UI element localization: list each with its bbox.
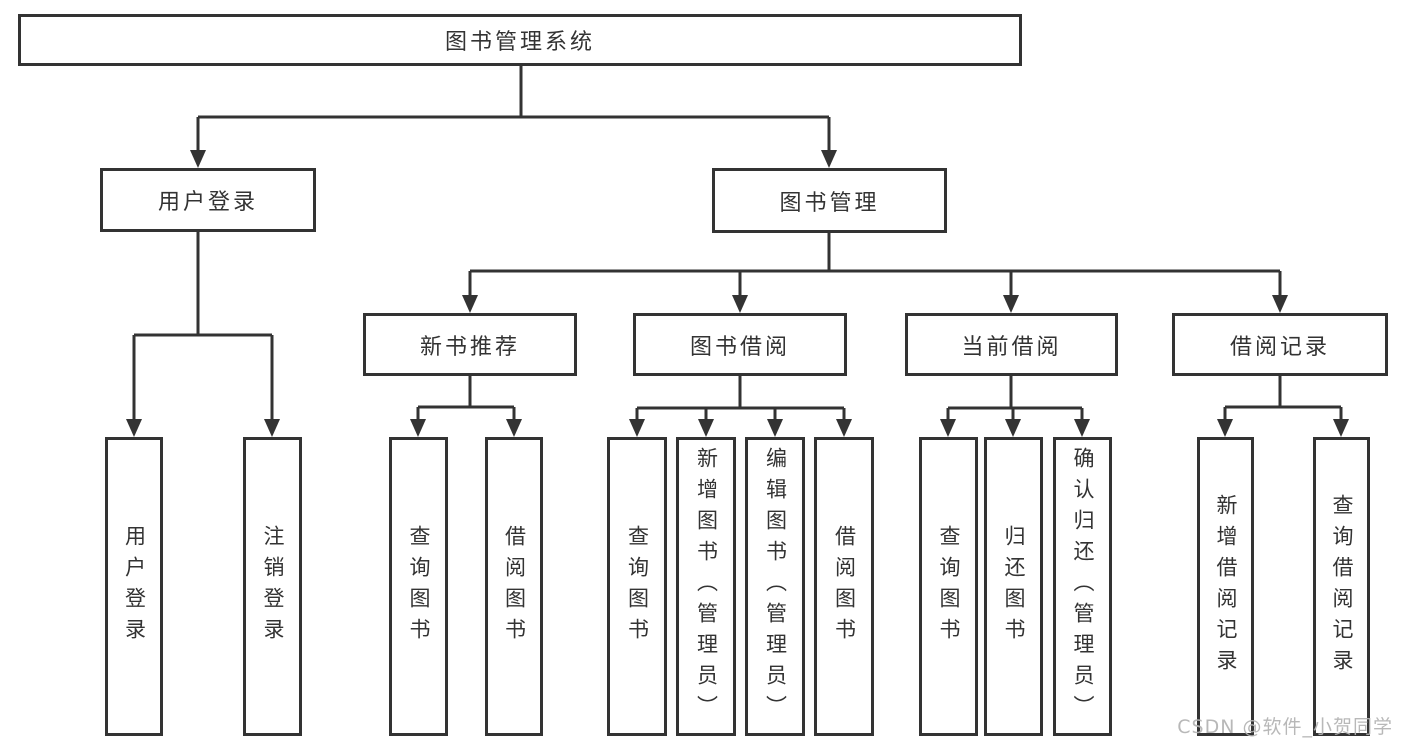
leaf-user-login: 用户登录 [105,437,163,736]
node-user-login: 用户登录 [100,168,316,232]
csdn-watermark: CSDN @软件_小贺同学 [1177,716,1393,738]
leaf-user-login-label: 用户登录 [122,524,147,649]
leaf-current-return-books: 归还图书 [984,437,1043,736]
leaf-recommend-query-books-label: 查询图书 [407,524,431,649]
leaf-records-add-record: 新增借阅记录 [1197,437,1254,736]
leaf-borrow-query-books: 查询图书 [607,437,667,736]
node-new-book-recommend-label: 新书推荐 [419,334,520,360]
leaf-current-confirm-return: 确认归还（管理员） [1053,437,1112,736]
node-user-login-label: 用户登录 [157,190,258,215]
connector-paths [132,66,1343,420]
leaf-recommend-borrow-books: 借阅图书 [485,437,543,736]
leaf-borrow-borrow-books-label: 借阅图书 [832,524,857,649]
leaf-current-query-books-label: 查询图书 [937,524,961,649]
leaf-recommend-borrow-books-label: 借阅图书 [502,524,527,649]
leaf-borrow-add-books: 新增图书（管理员） [676,437,736,736]
leaf-current-confirm-return-label: 确认归还（管理员） [1071,447,1095,726]
leaf-recommend-query-books: 查询图书 [389,437,448,736]
node-borrow-records: 借阅记录 [1172,313,1388,376]
node-book-borrow-label: 图书借阅 [689,334,790,360]
node-library-system-label: 图书管理系统 [444,30,595,55]
leaf-records-query-record: 查询借阅记录 [1313,437,1370,736]
leaf-borrow-add-books-label: 新增图书（管理员） [694,447,719,726]
leaf-current-return-books-label: 归还图书 [1002,524,1026,649]
node-library-system: 图书管理系统 [18,14,1022,66]
node-borrow-records-label: 借阅记录 [1229,334,1330,360]
leaf-borrow-query-books-label: 查询图书 [625,524,650,649]
leaf-logout-label: 注销登录 [261,524,285,649]
leaf-logout: 注销登录 [243,437,302,736]
node-new-book-recommend: 新书推荐 [363,313,577,376]
node-book-management-label: 图书管理 [779,190,880,216]
leaf-records-query-record-label: 查询借阅记录 [1330,493,1354,680]
node-book-management: 图书管理 [712,168,947,233]
node-book-borrow: 图书借阅 [633,313,847,376]
leaf-current-query-books: 查询图书 [919,437,978,736]
leaf-borrow-edit-books: 编辑图书（管理员） [745,437,805,736]
leaf-records-add-record-label: 新增借阅记录 [1214,493,1238,680]
connector-arrowheads [126,150,1349,437]
node-current-borrow: 当前借阅 [905,313,1118,376]
node-current-borrow-label: 当前借阅 [961,334,1062,360]
leaf-borrow-borrow-books: 借阅图书 [814,437,874,736]
leaf-borrow-edit-books-label: 编辑图书（管理员） [763,447,788,726]
